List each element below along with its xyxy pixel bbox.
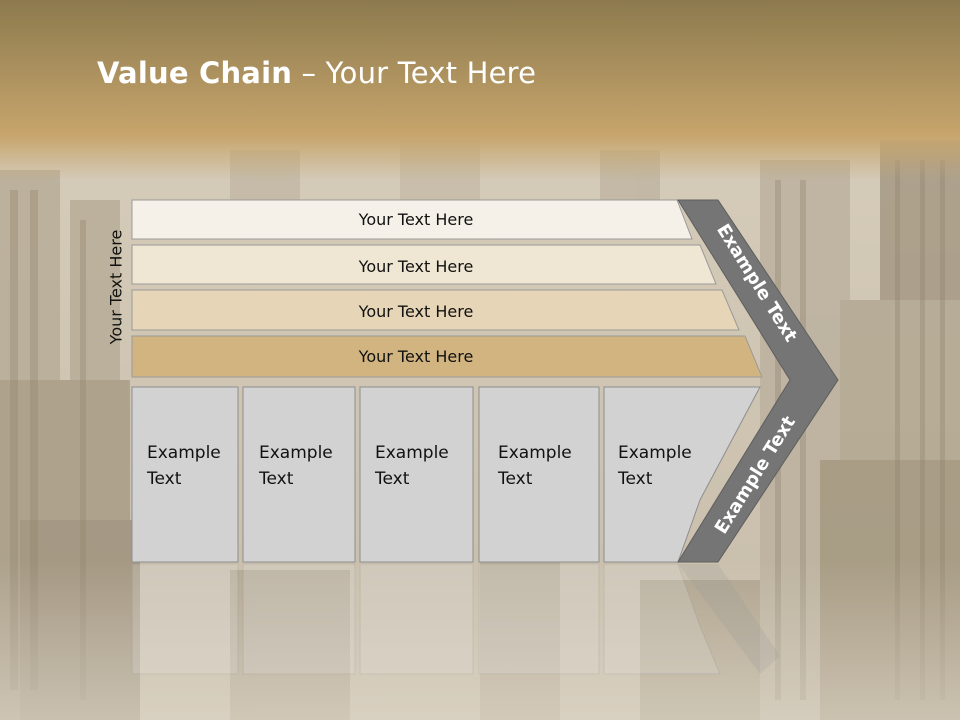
bar-shape — [131, 289, 740, 331]
bar-shape — [131, 335, 763, 378]
activity-bar-4[interactable]: Your Text Here — [131, 335, 763, 378]
primary-box-5[interactable]: Example Text — [603, 386, 761, 563]
box-line-2: Text — [617, 469, 653, 489]
chevron-shape — [677, 199, 839, 563]
primary-box-3[interactable]: Example Text — [359, 386, 474, 563]
box-line-1: Example — [498, 443, 572, 463]
activity-bar-3[interactable]: Your Text Here — [131, 289, 740, 331]
slide-title: Value Chain – Your Text Here — [97, 56, 536, 90]
box-line-1: Example — [147, 443, 221, 463]
box-shape — [478, 386, 600, 563]
activity-bar-1[interactable]: Your Text Here — [131, 199, 693, 240]
box-line-1: Example — [618, 443, 692, 463]
title-bold: Value Chain — [97, 56, 293, 90]
box-shape — [242, 386, 356, 563]
box-shape — [359, 386, 474, 563]
title-rest: – Your Text Here — [292, 56, 537, 90]
bar-label: Your Text Here — [358, 257, 474, 276]
box-line-1: Example — [259, 443, 333, 463]
activity-bar-2[interactable]: Your Text Here — [131, 244, 717, 285]
bar-shape — [131, 199, 693, 240]
box-shape — [603, 386, 761, 563]
primary-box-1[interactable]: Example Text — [131, 386, 239, 563]
bar-label: Your Text Here — [358, 302, 474, 321]
bar-label: Your Text Here — [358, 347, 474, 366]
box-line-1: Example — [375, 443, 449, 463]
box-line-2: Text — [258, 469, 294, 489]
box-line-2: Text — [374, 469, 410, 489]
bar-label: Your Text Here — [358, 210, 474, 229]
primary-box-4[interactable]: Example Text — [478, 386, 600, 563]
diagram-reflection — [131, 563, 780, 675]
box-shape — [131, 386, 239, 563]
primary-box-2[interactable]: Example Text — [242, 386, 356, 563]
box-line-2: Text — [497, 469, 533, 489]
box-line-2: Text — [146, 469, 182, 489]
bar-shape — [131, 244, 717, 285]
